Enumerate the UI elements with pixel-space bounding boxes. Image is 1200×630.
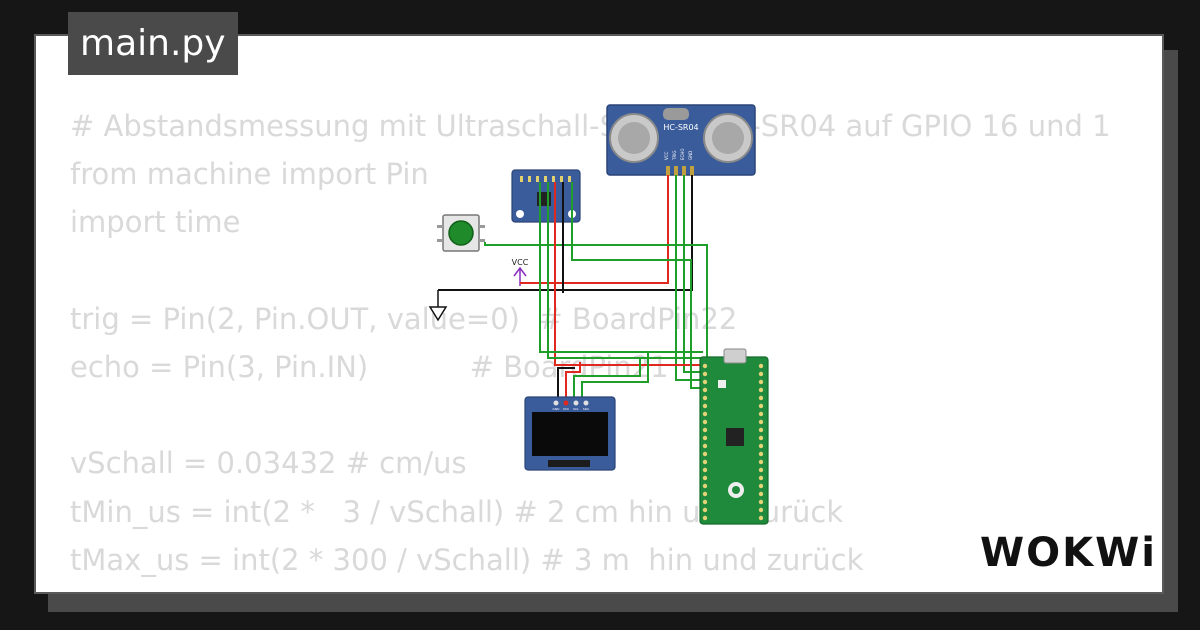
push-button[interactable] xyxy=(437,214,485,252)
pico-pin-row-left xyxy=(702,363,708,521)
oled-pin-label: SCL xyxy=(573,407,579,411)
pico-pin xyxy=(702,515,708,521)
ultrasonic-pin-label: TRIG xyxy=(672,150,677,161)
pico-pin xyxy=(758,515,764,521)
pico-pin xyxy=(702,507,708,513)
pico-pin xyxy=(758,387,764,393)
pico-pin xyxy=(758,467,764,473)
code-line: import time xyxy=(70,205,241,240)
pico-pin xyxy=(702,491,708,497)
pico-pin xyxy=(758,459,764,465)
wires xyxy=(438,175,710,399)
pico-pin xyxy=(702,419,708,425)
file-tab[interactable]: main.py xyxy=(68,12,238,75)
pico-pin xyxy=(702,451,708,457)
pico-pin xyxy=(758,411,764,417)
pico-pin xyxy=(758,379,764,385)
wokwi-logo-text: WOKWi xyxy=(980,530,1152,576)
pico-pin xyxy=(702,467,708,473)
code-line: from machine import Pin xyxy=(70,157,429,192)
pico-pin xyxy=(702,395,708,401)
pico-pin xyxy=(702,435,708,441)
pico-pin xyxy=(758,427,764,433)
pico-pin xyxy=(702,411,708,417)
wokwi-logo: WOKWi xyxy=(980,530,1152,576)
ultrasonic-pin-label: ECHO xyxy=(680,149,685,160)
ultrasonic-label: HC-SR04 xyxy=(663,123,698,132)
ultrasonic-pin-label: VCC xyxy=(664,151,669,160)
pico-pin-row-right xyxy=(758,363,764,521)
pico-pin xyxy=(702,403,708,409)
pico-pin xyxy=(702,387,708,393)
pico-pin xyxy=(702,443,708,449)
pico-pin xyxy=(758,443,764,449)
pico-pin xyxy=(702,363,708,369)
pico-pin xyxy=(758,491,764,497)
pico-pin xyxy=(702,427,708,433)
ultrasonic-pin-label: GND xyxy=(688,151,693,160)
pico-pin xyxy=(702,475,708,481)
pico-pin xyxy=(702,483,708,489)
code-line: # Abstandsmessung mit Ultraschall-Sensor… xyxy=(70,109,1111,143)
pico-pin xyxy=(702,499,708,505)
pico-pin xyxy=(758,435,764,441)
oled-pin-label: VCC xyxy=(563,407,569,411)
vcc-label: VCC xyxy=(512,258,529,267)
code-line: tMax_us = int(2 * 300 / vSchall) # 3 m h… xyxy=(70,542,864,577)
pico-pin xyxy=(702,379,708,385)
ground-symbol xyxy=(428,290,448,322)
oled-pin-label: SDA xyxy=(583,407,590,411)
pico-pin xyxy=(758,507,764,513)
pico-pin xyxy=(702,459,708,465)
ultrasonic-sensor[interactable]: HC-SR04 VCC TRIG ECHO GND xyxy=(606,104,756,176)
pico-pin xyxy=(758,451,764,457)
oled-display[interactable]: GND VCC SCL SDA xyxy=(524,396,616,471)
pico-pin xyxy=(758,403,764,409)
pico-pin xyxy=(758,483,764,489)
pico-pin xyxy=(758,499,764,505)
pico-pin xyxy=(702,371,708,377)
pico-pin xyxy=(758,395,764,401)
oled-pin-label: GND xyxy=(553,407,561,411)
pico-pin xyxy=(758,363,764,369)
code-line: echo = Pin(3, Pin.IN) # BoardPin21 xyxy=(70,349,669,384)
pico-pin xyxy=(758,371,764,377)
vcc-marker: VCC xyxy=(512,258,529,286)
code-line: vSchall = 0.03432 # cm/us xyxy=(70,446,467,481)
pico-pin xyxy=(758,419,764,425)
pico-pin xyxy=(758,475,764,481)
code-line: trig = Pin(2, Pin.OUT, value=0) # BoardP… xyxy=(70,301,738,336)
raspberry-pi-pico[interactable] xyxy=(699,348,769,525)
sensor-module[interactable] xyxy=(511,169,581,223)
